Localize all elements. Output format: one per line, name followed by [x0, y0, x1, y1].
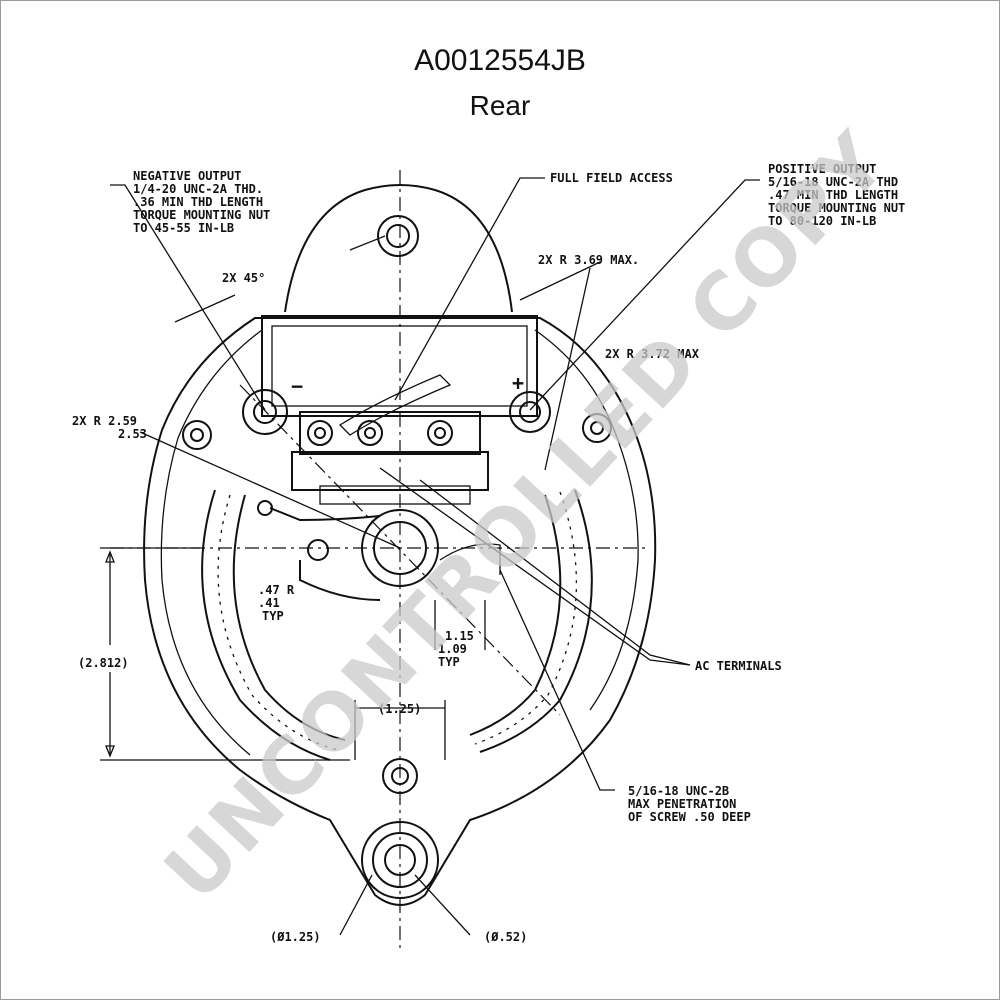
- svg-text:TORQUE MOUNTING NUT: TORQUE MOUNTING NUT: [768, 201, 905, 215]
- svg-text:NEGATIVE OUTPUT: NEGATIVE OUTPUT: [133, 169, 241, 183]
- svg-text:5/16-18 UNC-2B: 5/16-18 UNC-2B: [628, 784, 729, 798]
- svg-text:1.15: 1.15: [445, 629, 474, 643]
- svg-text:TORQUE MOUNTING NUT: TORQUE MOUNTING NUT: [133, 208, 270, 222]
- vent-slots: [201, 489, 593, 761]
- svg-text:OF SCREW .50 DEEP: OF SCREW .50 DEEP: [628, 810, 751, 824]
- inner-hole-diameter-label: (Ø.52): [484, 930, 527, 944]
- top-mounting-ear: [284, 184, 513, 313]
- mount-radius-callout: .47 R .41 TYP: [258, 583, 295, 623]
- width-dimension-callout: 1.15 1.09 TYP: [438, 629, 474, 669]
- negative-output-callout: NEGATIVE OUTPUT 1/4-20 UNC-2A THD. .36 M…: [133, 169, 270, 235]
- uncontrolled-copy-watermark: UNCONTROLLED COPY: [148, 116, 905, 918]
- full-field-access-label: FULL FIELD ACCESS: [550, 171, 673, 185]
- svg-text:1/4-20 UNC-2A THD.: 1/4-20 UNC-2A THD.: [133, 182, 263, 196]
- svg-text:.36 MIN THD LENGTH: .36 MIN THD LENGTH: [133, 195, 263, 209]
- svg-text:.41: .41: [258, 596, 280, 610]
- radius-max-label-1: 2X R 3.69 MAX.: [538, 253, 639, 267]
- angle-label: 2X 45°: [222, 271, 265, 285]
- svg-text:1.09: 1.09: [438, 642, 467, 656]
- svg-text:2.53: 2.53: [118, 427, 147, 441]
- svg-text:2X R 2.59: 2X R 2.59: [72, 414, 137, 428]
- svg-text:.47 R: .47 R: [258, 583, 295, 597]
- outer-hole-diameter-label: (Ø1.25): [270, 930, 321, 944]
- dimension-lines: [100, 294, 486, 761]
- terminal-studs: [182, 389, 612, 561]
- svg-text:POSITIVE OUTPUT: POSITIVE OUTPUT: [768, 162, 876, 176]
- radius-max-label-2: 2X R 3.72 MAX: [605, 347, 700, 361]
- leader-lines: [110, 177, 760, 936]
- height-dimension-label: (2.812): [78, 656, 129, 670]
- svg-text:TO 80-120 IN-LB: TO 80-120 IN-LB: [768, 214, 876, 228]
- part-number-title: A0012554JB: [414, 44, 586, 77]
- positive-sign: +: [512, 371, 524, 395]
- radius-range-callout: 2X R 2.59 2.53: [72, 414, 147, 441]
- ac-terminals-label: AC TERMINALS: [695, 659, 782, 673]
- negative-sign: −: [291, 374, 303, 398]
- svg-text:5/16-18 UNC-2A THD: 5/16-18 UNC-2A THD: [768, 175, 898, 189]
- svg-text:.47 MIN THD LENGTH: .47 MIN THD LENGTH: [768, 188, 898, 202]
- regulator-box: [261, 315, 538, 505]
- svg-text:TYP: TYP: [262, 609, 284, 623]
- positive-output-callout: POSITIVE OUTPUT 5/16-18 UNC-2A THD .47 M…: [768, 162, 905, 228]
- screw-spec-callout: 5/16-18 UNC-2B MAX PENETRATION OF SCREW …: [628, 784, 751, 824]
- housing-outline: [143, 317, 657, 906]
- view-subtitle: Rear: [469, 90, 531, 121]
- svg-text:TO 45-55 IN-LB: TO 45-55 IN-LB: [133, 221, 234, 235]
- offset-dimension-label: (1.25): [378, 702, 421, 716]
- svg-text:MAX PENETRATION: MAX PENETRATION: [628, 797, 736, 811]
- svg-text:TYP: TYP: [438, 655, 460, 669]
